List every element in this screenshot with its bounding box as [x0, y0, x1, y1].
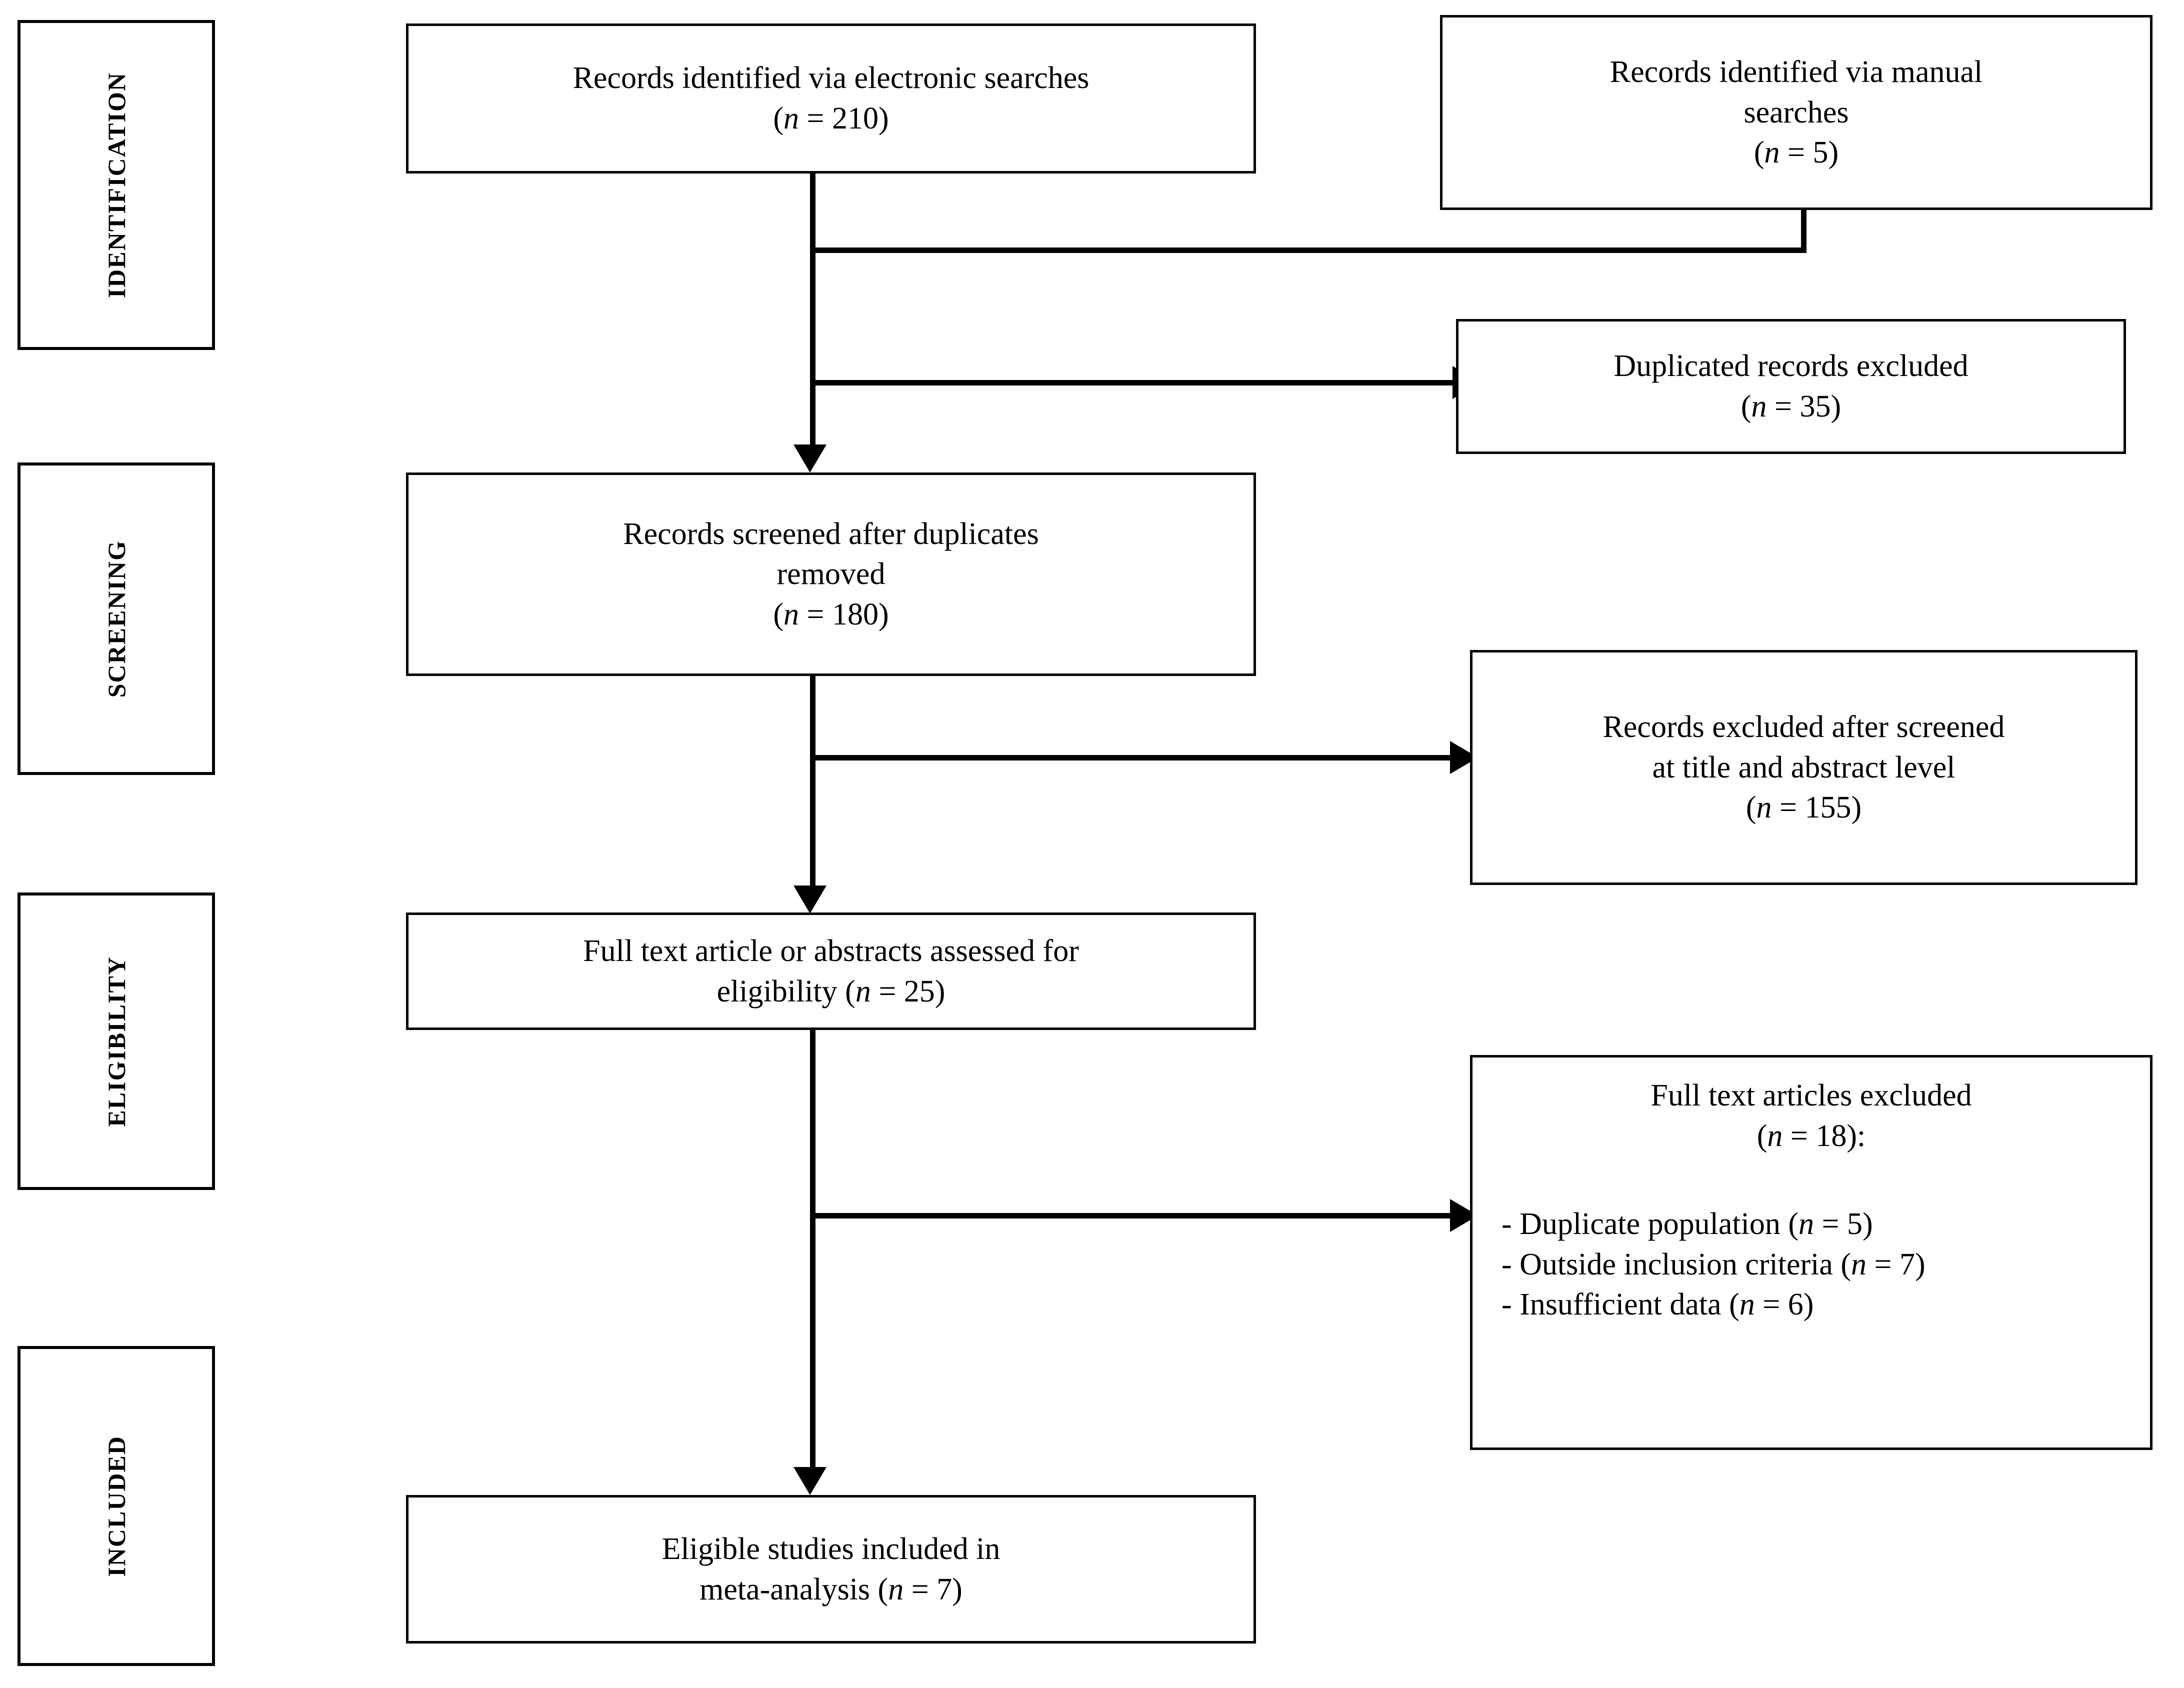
node-fulltext-excluded-count: (n = 18):: [1756, 1118, 1866, 1153]
node-fulltext-assessed-count: eligibility (n = 25): [716, 974, 946, 1008]
stage-label-identification: IDENTIFICATION: [18, 20, 215, 350]
arrowhead-into-fulltext-assessed: [794, 886, 826, 914]
node-fulltext-excluded: Full text articles excluded (n = 18): - …: [1470, 1055, 2152, 1450]
node-screened-after-duplicates-line1: Records screened after duplicates: [623, 516, 1039, 551]
node-manual-searches-line1: Records identified via manual: [1610, 55, 1983, 90]
stage-label-eligibility-text: ELIGIBILITY: [102, 956, 130, 1127]
connector-to-duplicates-excluded: [810, 380, 1458, 386]
connector-to-records-excluded: [810, 755, 1455, 760]
connector-identification-to-screening: [810, 172, 816, 445]
stage-label-included-text: INCLUDED: [102, 1435, 130, 1577]
node-screened-after-duplicates-count: (n = 180): [773, 597, 889, 632]
stage-label-screening: SCREENING: [18, 462, 215, 775]
node-duplicates-excluded-line1: Duplicated records excluded: [1614, 349, 1968, 384]
node-manual-searches: Records identified via manual searches (…: [1440, 15, 2152, 210]
node-electronic-searches-count: (n = 210): [773, 102, 889, 136]
stage-label-eligibility: ELIGIBILITY: [18, 892, 215, 1190]
node-records-excluded-screened-line1: Records excluded after screened: [1602, 710, 2005, 744]
node-records-excluded-screened-line2: at title and abstract level: [1652, 750, 1956, 784]
node-fulltext-assessed-line1: Full text article or abstracts assessed …: [583, 934, 1079, 968]
node-duplicates-excluded: Duplicated records excluded (n = 35): [1456, 319, 2126, 454]
stage-label-included: INCLUDED: [18, 1346, 215, 1666]
node-fulltext-excluded-line1: Full text articles excluded: [1650, 1078, 1972, 1112]
connector-screening-to-eligibility: [810, 676, 816, 886]
list-item: - Duplicate population (n = 5): [1502, 1207, 1873, 1242]
stage-label-identification-text: IDENTIFICATION: [102, 72, 130, 298]
node-screened-after-duplicates: Records screened after duplicates remove…: [406, 472, 1256, 676]
node-included-studies-count: meta-analysis (n = 7): [700, 1572, 962, 1606]
node-fulltext-excluded-reason-list: - Duplicate population (n = 5) - Outside…: [1484, 1204, 2138, 1325]
node-screened-after-duplicates-line2: removed: [776, 557, 886, 592]
list-item: - Insufficient data (n = 6): [1502, 1288, 1814, 1322]
list-item: - Outside inclusion criteria (n = 7): [1502, 1247, 1926, 1282]
node-electronic-searches-line1: Records identified via electronic search…: [572, 61, 1090, 96]
node-electronic-searches: Records identified via electronic search…: [406, 24, 1256, 174]
connector-manual-searches-join: [810, 248, 1806, 253]
node-manual-searches-count: (n = 5): [1754, 136, 1839, 170]
arrowhead-into-included-studies: [794, 1467, 826, 1495]
node-records-excluded-screened: Records excluded after screened at title…: [1470, 650, 2138, 885]
node-duplicates-excluded-count: (n = 35): [1740, 390, 1842, 424]
connector-to-fulltext-excluded: [810, 1213, 1455, 1218]
node-records-excluded-screened-count: (n = 155): [1746, 790, 1862, 825]
node-manual-searches-line2: searches: [1744, 95, 1849, 130]
node-fulltext-assessed: Full text article or abstracts assessed …: [406, 912, 1256, 1030]
node-included-studies-line1: Eligible studies included in: [662, 1532, 1000, 1566]
connector-eligibility-to-included: [810, 1030, 816, 1468]
arrowhead-into-screened-box: [794, 444, 826, 472]
stage-label-screening-text: SCREENING: [102, 540, 130, 698]
node-fulltext-excluded-heading: Full text articles excluded (n = 18):: [1484, 1076, 2138, 1156]
node-included-studies: Eligible studies included in meta-analys…: [406, 1495, 1256, 1644]
